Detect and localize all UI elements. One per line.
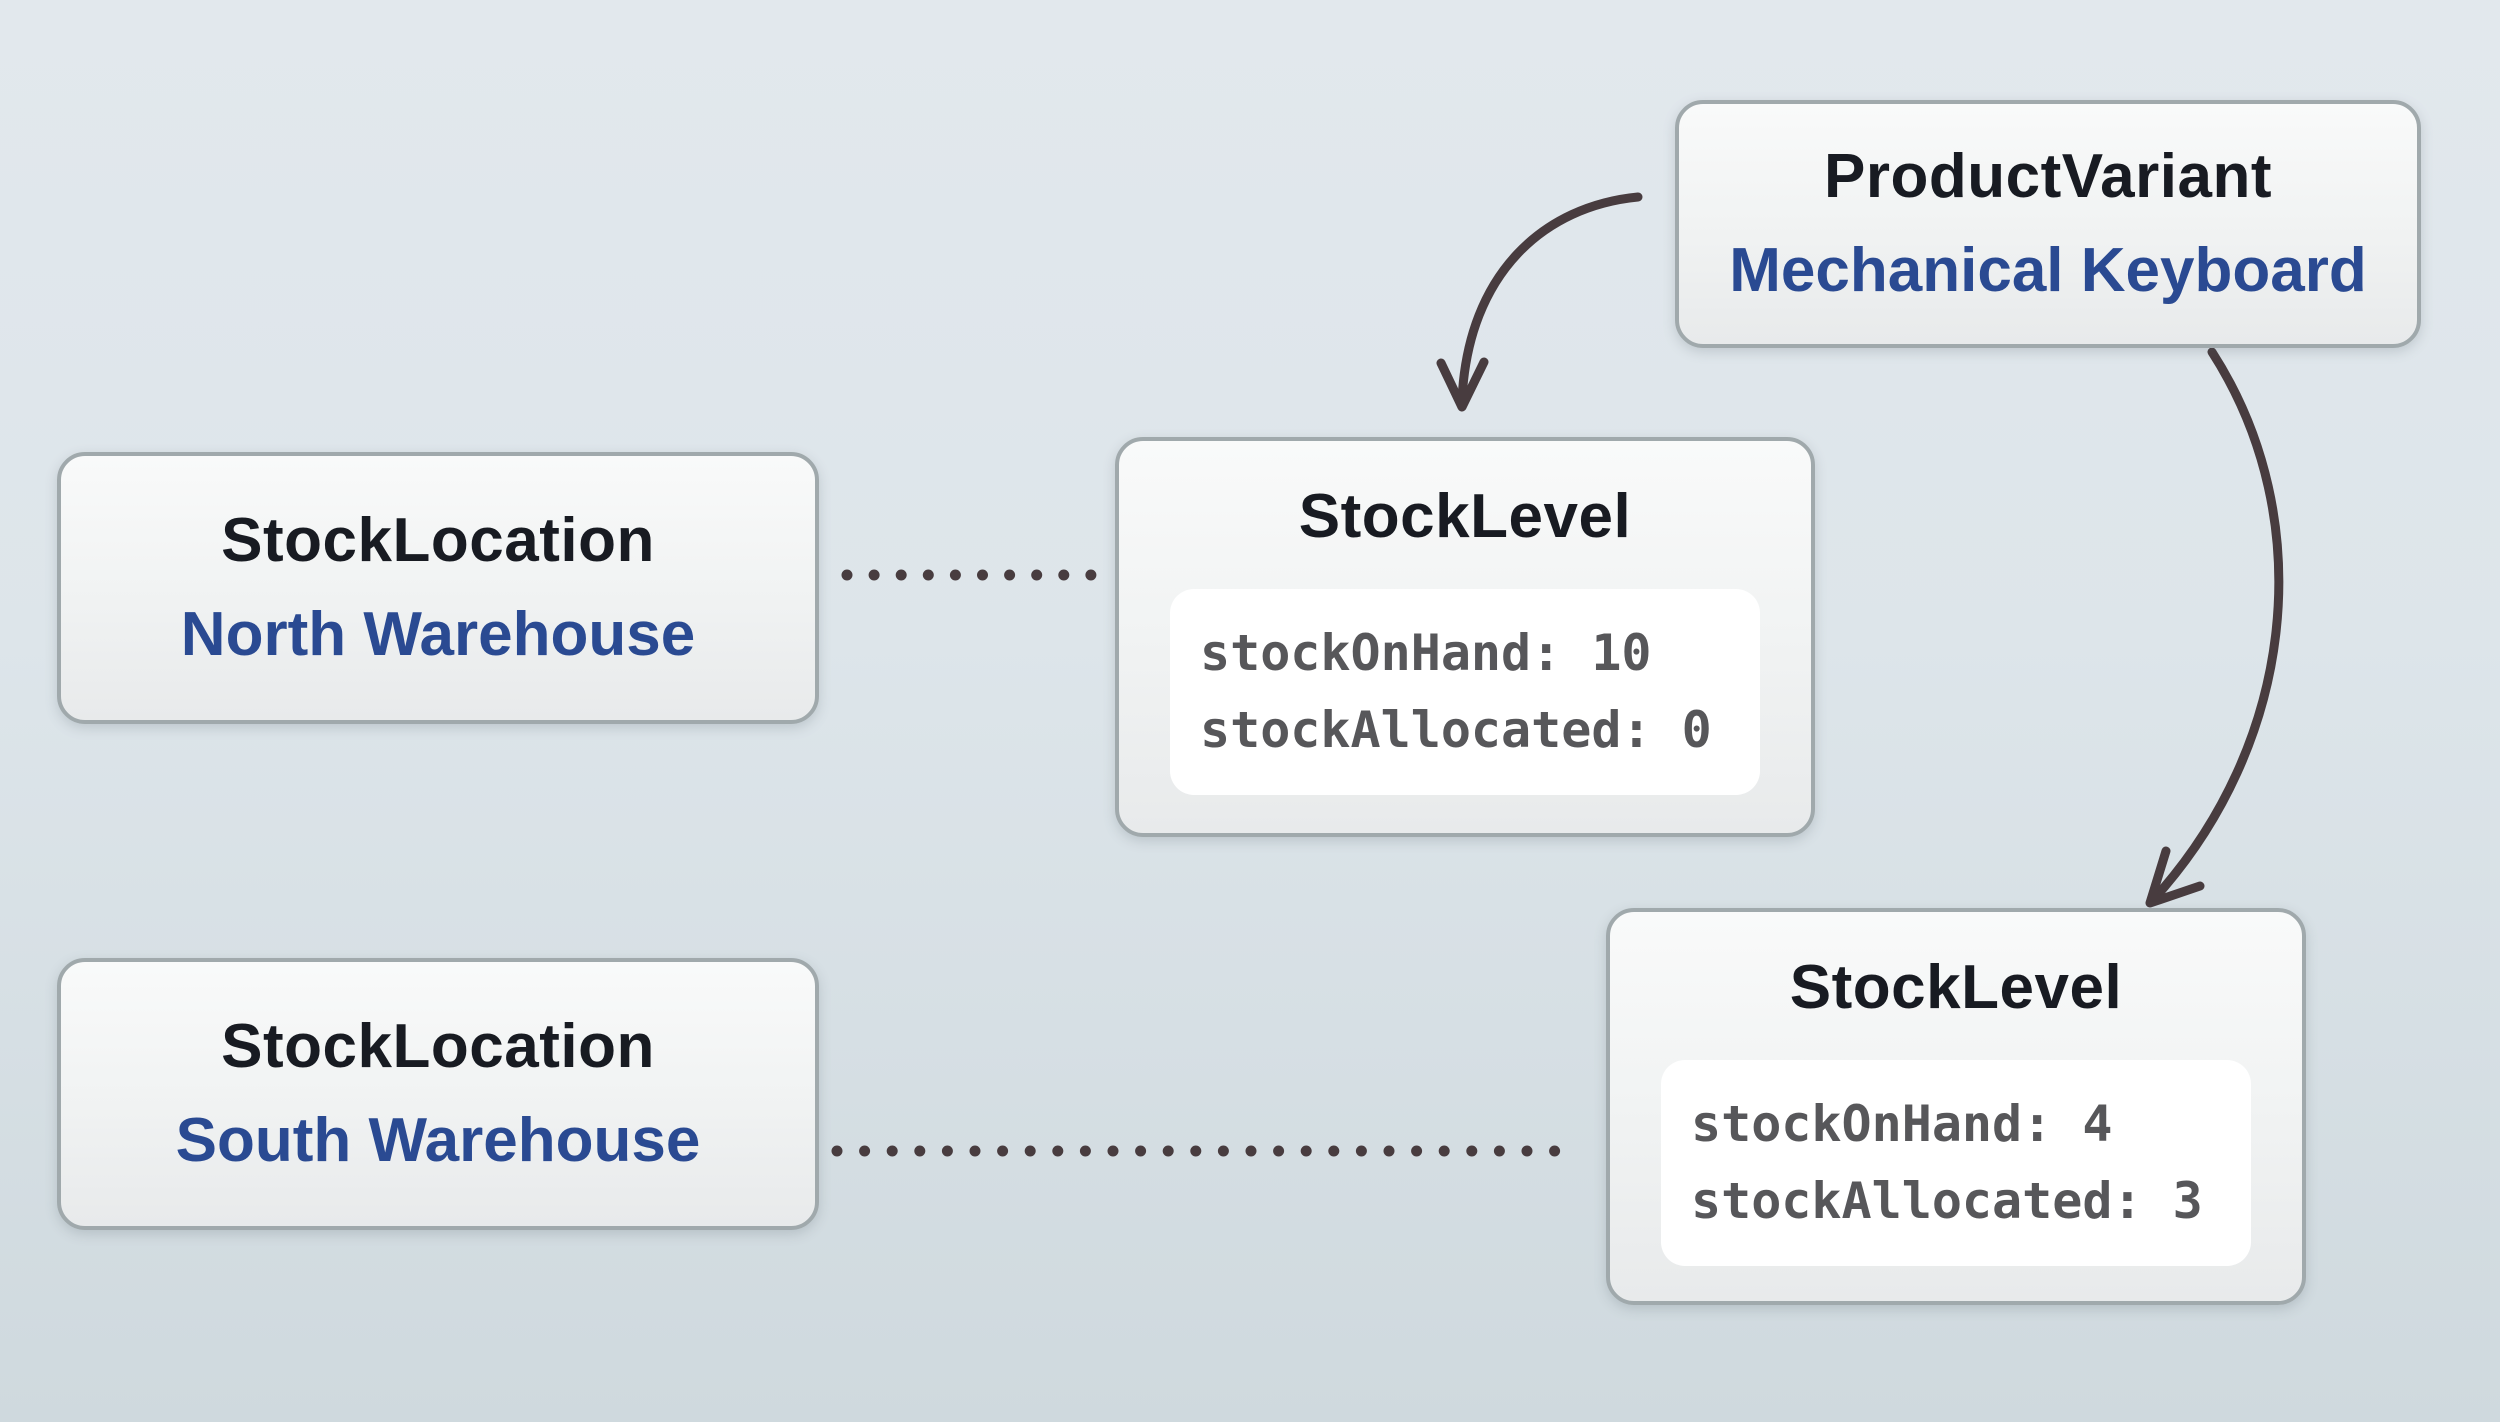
node-stock-level-south: StockLevel stockOnHand: 4 stockAllocated… [1606, 908, 2306, 1305]
node-stock-location-north: StockLocation North Warehouse [57, 452, 819, 724]
node-type-label: StockLevel [1298, 482, 1632, 551]
stock-on-hand-field: stockOnHand: 4 [1691, 1095, 2113, 1153]
arrow-productvariant-to-stocklevel-south [2147, 347, 2284, 906]
node-product-variant: ProductVariant Mechanical Keyboard [1675, 100, 2421, 348]
arrowhead-stocklevel-north-icon [1436, 357, 1489, 412]
node-type-label: StockLevel [1789, 953, 2123, 1022]
node-type-label: StockLocation [221, 506, 655, 575]
node-instance-label: South Warehouse [175, 1106, 701, 1175]
node-type-label: StockLocation [221, 1012, 655, 1081]
node-instance-label: North Warehouse [180, 600, 696, 669]
node-stock-location-south: StockLocation South Warehouse [57, 958, 819, 1230]
stock-allocated-field: stockAllocated: 0 [1200, 701, 1712, 759]
node-type-label: ProductVariant [1824, 142, 2272, 211]
stock-on-hand-field: stockOnHand: 10 [1200, 624, 1652, 682]
stock-allocated-field: stockAllocated: 3 [1691, 1172, 2203, 1230]
node-stock-level-north: StockLevel stockOnHand: 10 stockAllocate… [1115, 437, 1815, 837]
arrowhead-stocklevel-south-icon [2145, 846, 2205, 908]
stock-fields-panel: stockOnHand: 4 stockAllocated: 3 [1661, 1060, 2251, 1266]
arrow-productvariant-to-stocklevel-north [1457, 192, 1643, 405]
stock-fields-panel: stockOnHand: 10 stockAllocated: 0 [1170, 589, 1760, 795]
node-instance-label: Mechanical Keyboard [1729, 236, 2367, 305]
